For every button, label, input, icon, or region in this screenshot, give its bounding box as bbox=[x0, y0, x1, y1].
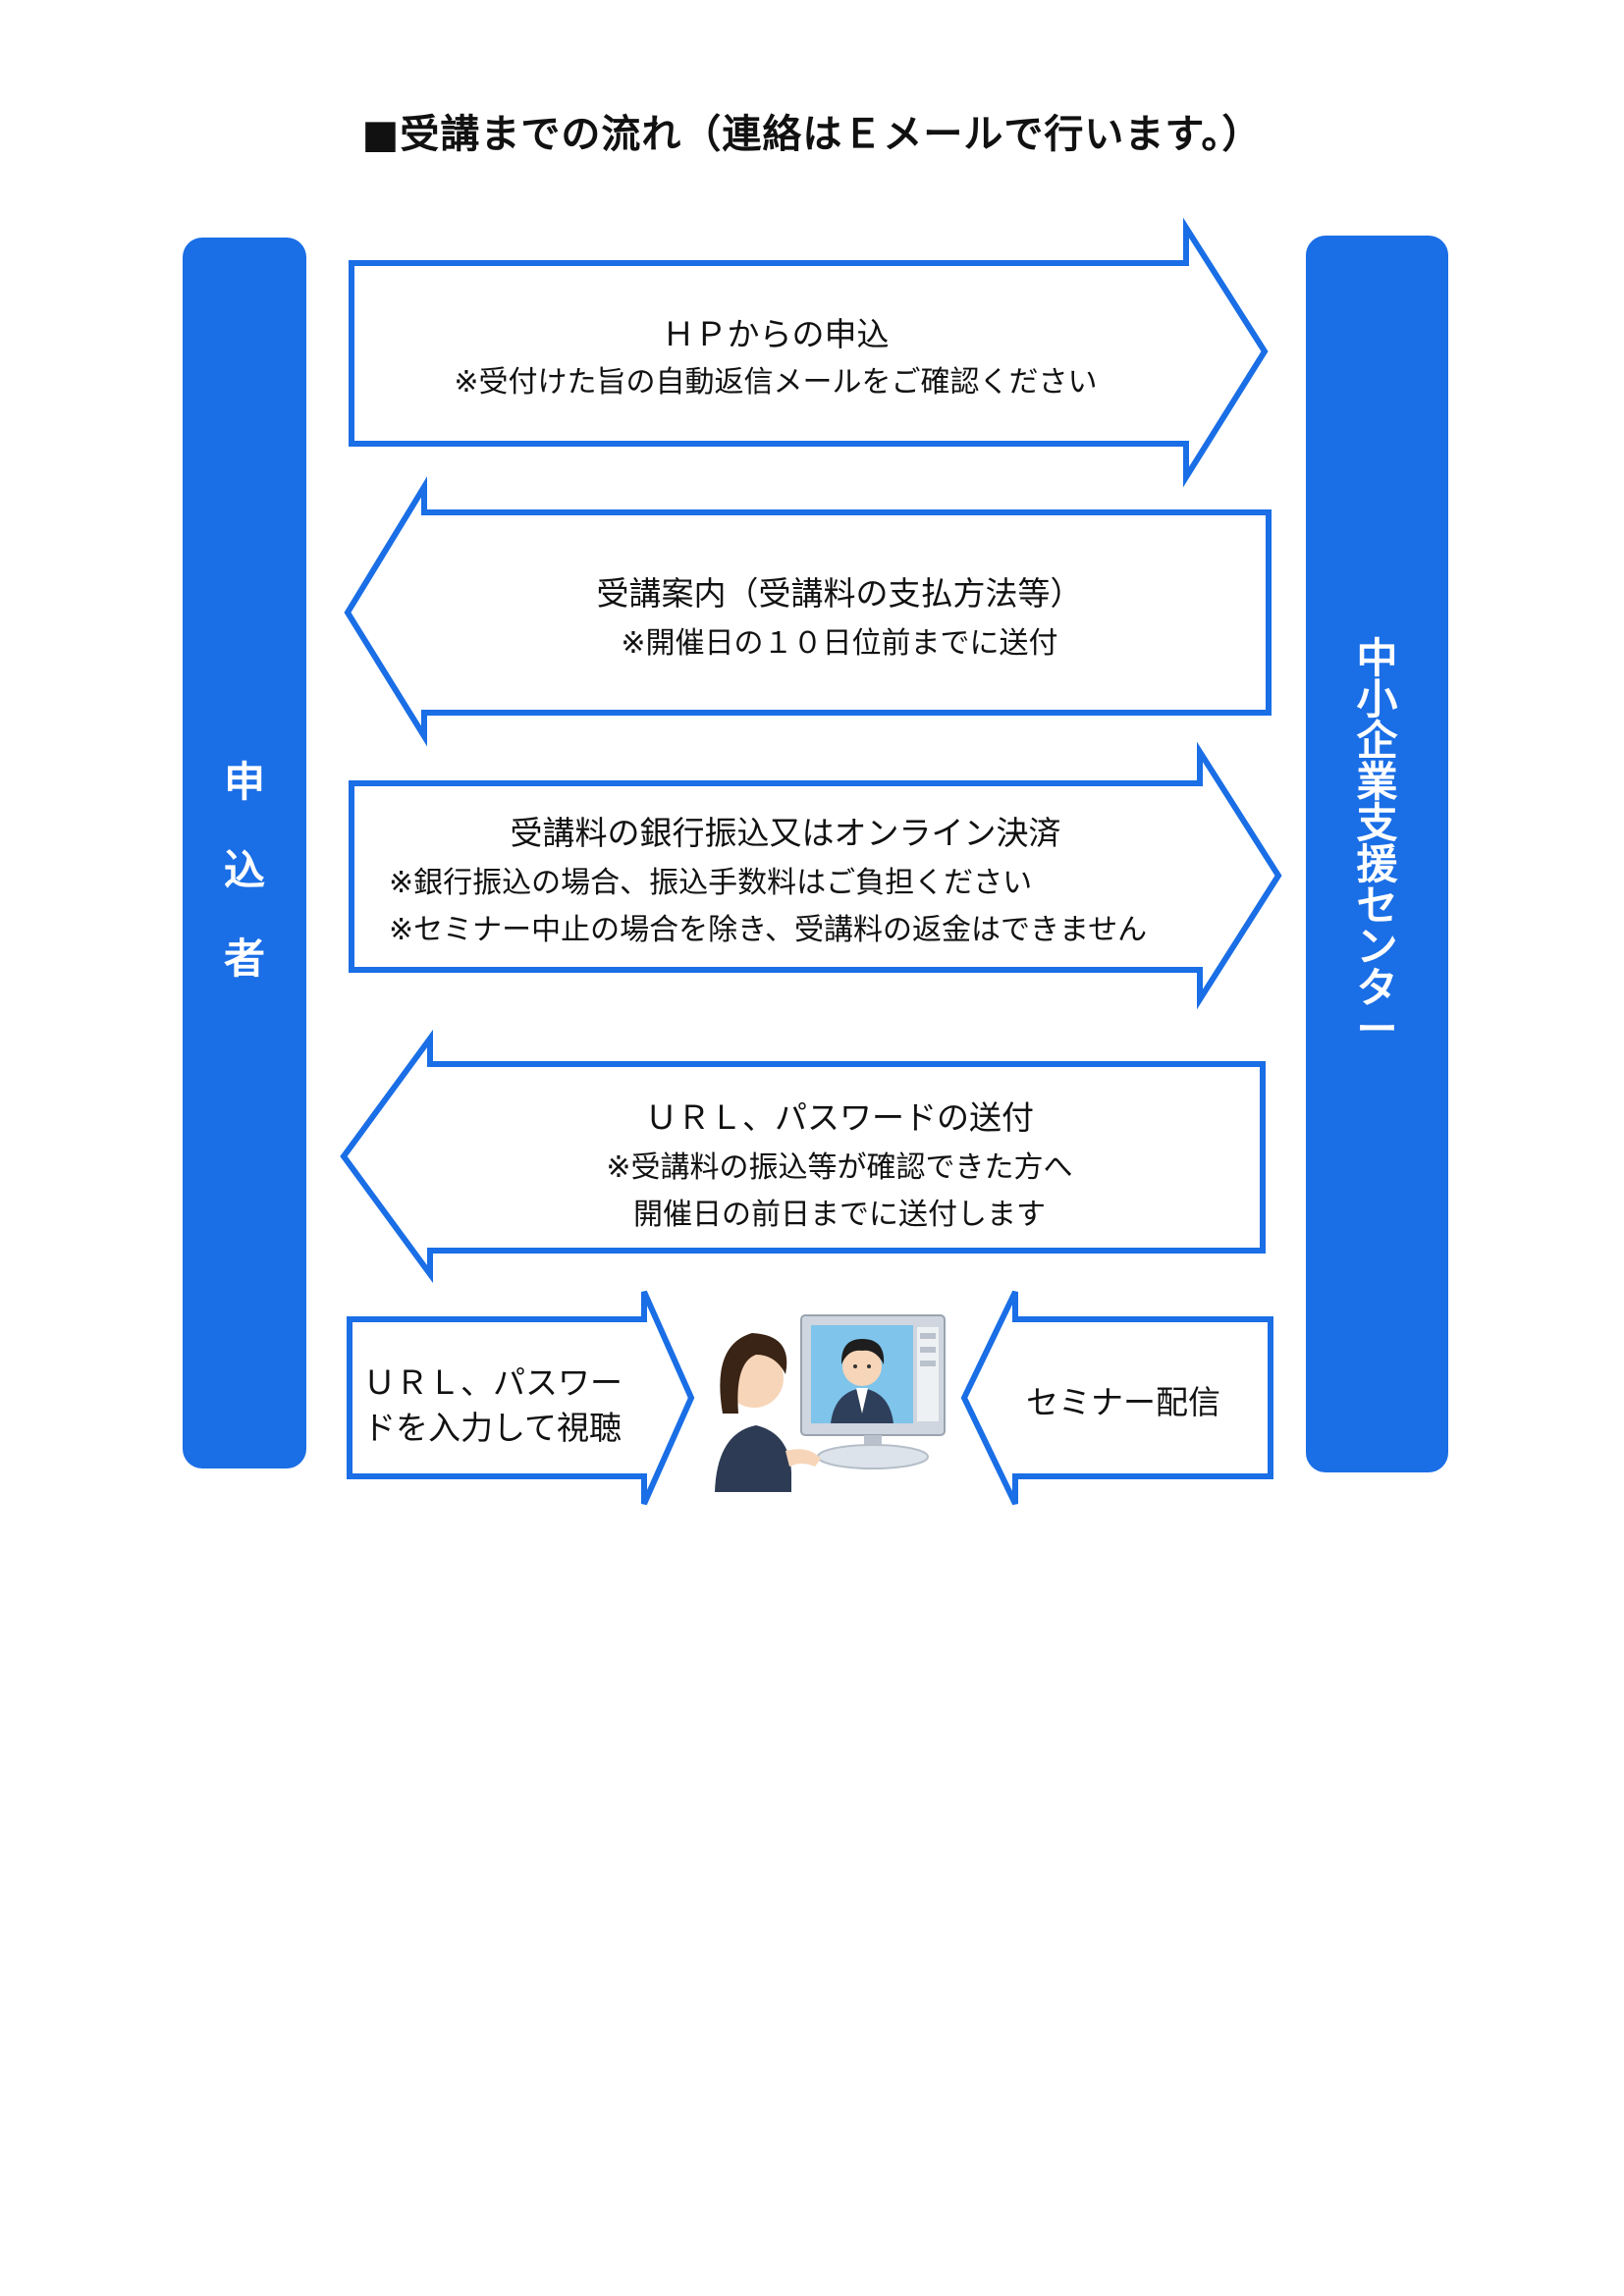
delivery-text: セミナー配信 bbox=[1026, 1383, 1220, 1421]
step-3-note-2: ※セミナー中止の場合を除き、受講料の返金はできません bbox=[389, 913, 1148, 947]
bar-label-char: 申 bbox=[223, 758, 265, 806]
step-2-title: 受講案内（受講料の支払方法等） bbox=[596, 574, 1083, 613]
participant-label: 申込者 bbox=[183, 738, 306, 1003]
delivery-arrow bbox=[960, 1290, 1273, 1506]
bar-label-char: セ bbox=[1356, 881, 1398, 930]
step-1-title: ＨＰからの申込 bbox=[662, 315, 890, 353]
step-4-note-1: ※受講料の振込等が確認できた方へ bbox=[606, 1150, 1073, 1185]
step-3-arrow bbox=[349, 741, 1282, 1010]
bar-label-char: 小 bbox=[1356, 675, 1398, 723]
viewer-text-1: ＵＲＬ、パスワー bbox=[363, 1363, 623, 1402]
step-2-arrow bbox=[344, 476, 1272, 747]
step-1-note-1: ※受付けた旨の自動返信メールをご確認ください bbox=[454, 365, 1098, 400]
participant-bar bbox=[183, 238, 306, 1468]
bar-label-char: 業 bbox=[1356, 758, 1398, 806]
participant-label-text: 申込者 bbox=[183, 738, 306, 1003]
bar-label-char: ー bbox=[1356, 1005, 1398, 1053]
step-4-arrow bbox=[340, 1029, 1266, 1284]
bar-label-char: 支 bbox=[1356, 799, 1398, 847]
step-3-note-1: ※銀行振込の場合、振込手数料はご負担ください bbox=[389, 866, 1033, 900]
step-4-title: ＵＲＬ、パスワードの送付 bbox=[645, 1098, 1034, 1137]
center-label-text: 中小企業支援センター bbox=[1306, 638, 1448, 1050]
step-2-note-1: ※開催日の１０日位前までに送付 bbox=[621, 626, 1058, 661]
online-seminar-illustration bbox=[709, 1306, 946, 1492]
bar-label-char: 企 bbox=[1356, 717, 1398, 765]
viewer-text-2: ドを入力して視聴 bbox=[363, 1409, 623, 1447]
center-bar bbox=[1306, 236, 1448, 1472]
bar-label-char: タ bbox=[1356, 964, 1398, 1012]
step-3-title: 受講料の銀行振込又はオンライン決済 bbox=[510, 814, 1061, 852]
viewer-arrow bbox=[347, 1290, 695, 1506]
bar-label-char: 者 bbox=[223, 934, 265, 983]
bar-label-char: 援 bbox=[1356, 840, 1398, 888]
bar-label-char: 中 bbox=[1356, 634, 1398, 682]
center-label: 中小企業支援センター bbox=[1306, 638, 1448, 1050]
bar-label-char: 込 bbox=[223, 846, 265, 894]
page-title: ■受講までの流れ（連絡はＥメールで行います。） bbox=[361, 112, 1263, 157]
step-4-note-2: 開催日の前日までに送付します bbox=[633, 1198, 1046, 1232]
step-1-arrow bbox=[349, 217, 1269, 488]
bar-label-char: ン bbox=[1356, 923, 1398, 971]
